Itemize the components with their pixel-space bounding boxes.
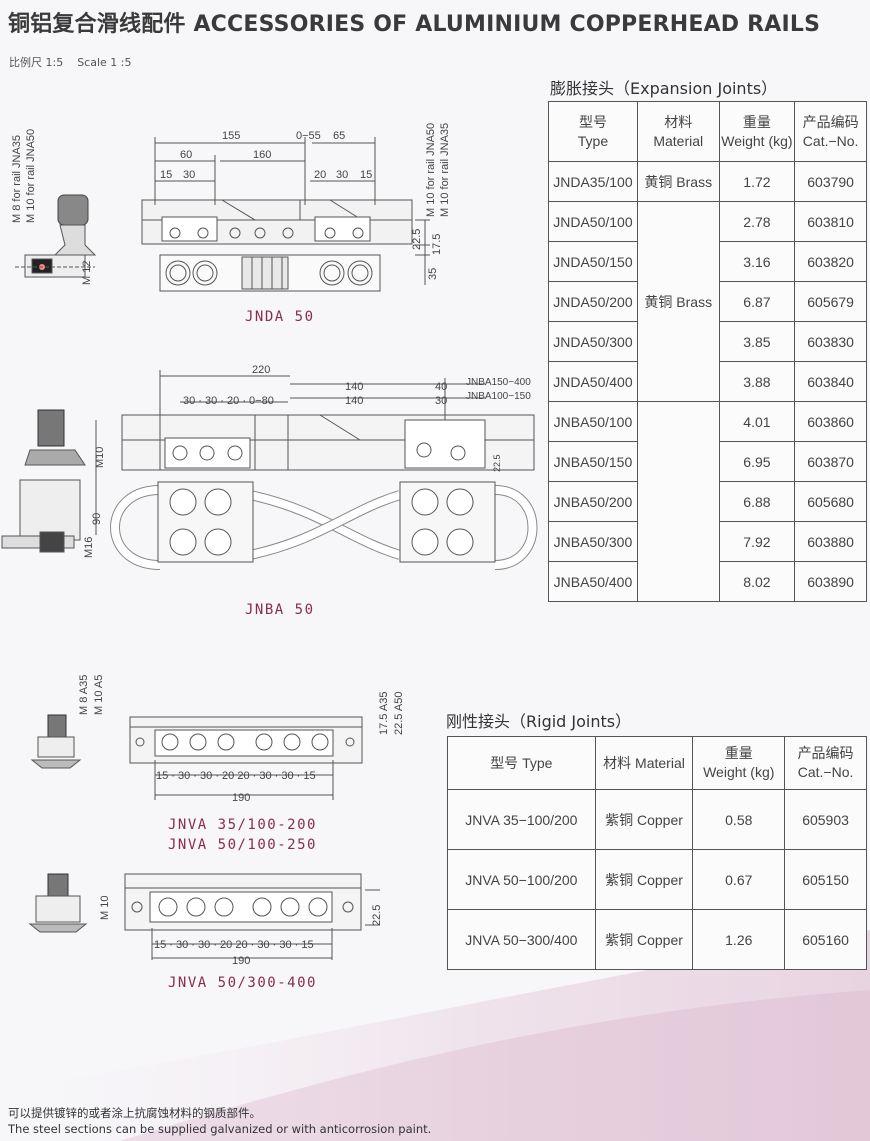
dim-155: 155 bbox=[222, 130, 240, 142]
dim-22-5: 22.5 A50 bbox=[393, 692, 405, 735]
jnva1-drawing: 15 · 30 · 30 · 20 20 · 30 · 30 · 15 190 … bbox=[30, 675, 405, 804]
footer-note-cn: 可以提供镀锌的或者涂上抗腐蚀材料的钢质部件。 bbox=[8, 1106, 261, 1120]
dim-15: 15 bbox=[160, 169, 172, 181]
table-row: JNBA50/150 6.95 603870 bbox=[548, 441, 867, 482]
expansion-title: 膨胀接头（Expansion Joints） bbox=[550, 79, 778, 98]
jnba-material-cell bbox=[636, 401, 720, 602]
label-jnba150-400: JNBA150−400 bbox=[466, 377, 531, 388]
dim-90: 90 bbox=[91, 513, 103, 525]
dim-0-55: 0−55 bbox=[296, 130, 321, 142]
table-row: JNDA50/300 3.85 603830 bbox=[548, 321, 867, 362]
footer-note-en: The steel sections can be supplied galva… bbox=[8, 1122, 432, 1136]
jnva2-drawing: 15 · 30 · 30 · 20 20 · 30 · 30 · 15 190 … bbox=[28, 873, 383, 967]
dim-140b: 140 bbox=[345, 395, 363, 407]
caption-jnva50: JNVA 50/100-250 bbox=[168, 837, 317, 853]
label-m10-a50: M 10 A50 bbox=[93, 675, 105, 715]
dim-190: 190 bbox=[232, 955, 250, 967]
caption-jnva35: JNVA 35/100-200 bbox=[168, 817, 317, 833]
header-type: 型号 Type bbox=[447, 736, 596, 790]
label-m8-a35: M 8 A35 bbox=[78, 675, 90, 715]
table-row: JNDA35/100 黄铜 Brass 1.72 603790 bbox=[548, 161, 867, 202]
dim-22-5: 22.5 bbox=[371, 905, 383, 926]
table-row: JNVA 50−100/200 紫铜 Copper 0.67 605150 bbox=[447, 849, 867, 910]
table-row: JNBA50/200 6.88 605680 bbox=[548, 481, 867, 522]
label-m16: M16 bbox=[83, 537, 95, 558]
dim-65: 65 bbox=[333, 130, 345, 142]
caption-jnda50: JNDA 50 bbox=[245, 309, 315, 325]
table-row: JNBA50/400 8.02 603890 bbox=[548, 561, 867, 602]
dim-17-5: 17.5 bbox=[431, 234, 443, 255]
table-row: JNVA 50−300/400 紫铜 Copper 1.26 605160 bbox=[447, 909, 867, 970]
dim-35: 35 bbox=[427, 268, 439, 280]
dim-40: 40 bbox=[435, 381, 447, 393]
table-row: JNVA 35−100/200 紫铜 Copper 0.58 605903 bbox=[447, 789, 867, 850]
dim-140a: 140 bbox=[345, 381, 363, 393]
dim-30: 30 bbox=[183, 169, 195, 181]
label-m12: M 12 bbox=[81, 261, 93, 285]
dim-220: 220 bbox=[252, 364, 270, 376]
page-title: 铜铝复合滑线配件 ACCESSORIES OF ALUMINIUM COPPER… bbox=[8, 12, 821, 37]
caption-jnva50-300-400: JNVA 50/300-400 bbox=[168, 975, 317, 991]
jnda-drawing: 155 0−55 65 60 160 15 30 20 30 15 22.5 1… bbox=[11, 123, 451, 292]
label-m10: M 10 bbox=[99, 896, 111, 920]
dim-chain: 30 · 30 · 20 · 0−80 bbox=[183, 395, 274, 407]
dim-20: 20 bbox=[314, 169, 326, 181]
table-row: JNDA50/400 3.88 603840 bbox=[548, 361, 867, 402]
jnba-drawing: 220 140 140 40 30 30 · 30 · 20 · 0−80 JN… bbox=[1, 364, 538, 570]
dim-190: 190 bbox=[232, 792, 250, 804]
jnba-rail-head bbox=[37, 409, 65, 447]
header-material: 材料 Material bbox=[594, 736, 694, 790]
dim-22-5: 22.5 bbox=[492, 454, 502, 472]
dim-chain: 15 · 30 · 30 · 20 20 · 30 · 30 · 15 bbox=[156, 770, 316, 782]
table-row: JNDA50/100 黄铜 Brass 2.78 603810 bbox=[548, 201, 867, 402]
dim-chain: 15 · 30 · 30 · 20 20 · 30 · 30 · 15 bbox=[154, 939, 314, 951]
brass-group-cell: 黄铜 Brass bbox=[636, 201, 720, 402]
dim-60: 60 bbox=[180, 149, 192, 161]
label-jnba100-150: JNBA100−150 bbox=[466, 391, 531, 402]
label-m10-jna50: M 10 for rail JNA50 bbox=[25, 129, 37, 223]
dim-15b: 15 bbox=[360, 169, 372, 181]
label-m10: M10 bbox=[94, 447, 106, 468]
dim-17-5: 17.5 A35 bbox=[378, 692, 390, 735]
rail-body bbox=[53, 224, 97, 256]
dim-160: 160 bbox=[253, 149, 271, 161]
label-right-jna50: M 10 for rail JNA50 bbox=[425, 123, 437, 217]
caption-jnba50: JNBA 50 bbox=[245, 602, 315, 618]
rigid-title: 刚性接头（Rigid Joints） bbox=[446, 712, 632, 731]
table-row: JNBA50/100 4.01 603860 bbox=[548, 401, 867, 602]
dim-22-5: 22.5 bbox=[411, 229, 423, 250]
label-right-jna35: M 10 for rail JNA35 bbox=[439, 123, 451, 217]
dim-30b: 30 bbox=[336, 169, 348, 181]
label-m8-jna35: M 8 for rail JNA35 bbox=[11, 135, 23, 223]
dim-30: 30 bbox=[435, 395, 447, 407]
table-row: JNDA50/200 6.87 605679 bbox=[548, 281, 867, 322]
rail-head bbox=[57, 194, 89, 226]
table-row: JNDA50/150 3.16 603820 bbox=[548, 241, 867, 282]
